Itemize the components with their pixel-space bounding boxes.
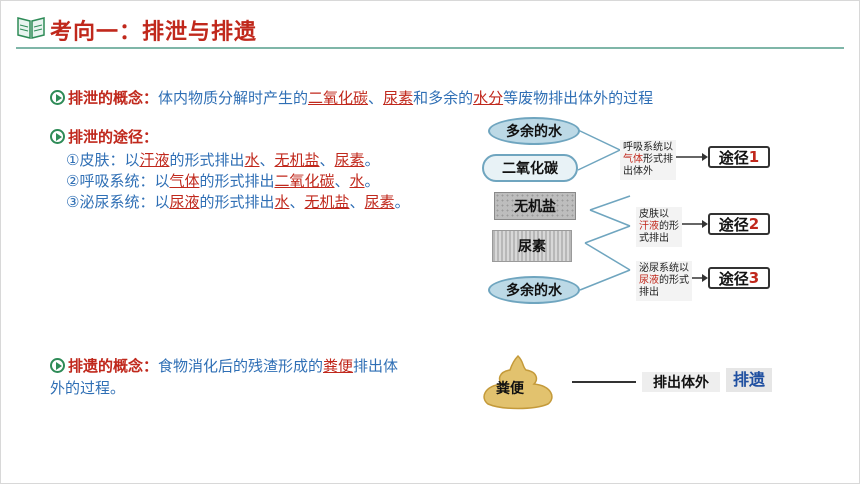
desc-text: 出体外 bbox=[623, 166, 653, 177]
path-label: 途径 bbox=[718, 148, 749, 167]
route-text: ②呼吸系统：以 bbox=[66, 172, 170, 190]
egestion-concept: 排遗的概念：食物消化后的残渣形成的粪便排出体 bbox=[50, 356, 398, 376]
excretion-routes-heading: 排泄的途径： bbox=[50, 127, 158, 147]
route-urinary: ③泌尿系统：以尿液的形式排出水、无机盐、尿素。 bbox=[66, 192, 410, 212]
node-water-2: 多余的水 bbox=[488, 276, 580, 304]
discharge-label: 排出体外 bbox=[642, 372, 720, 392]
answer: 水 bbox=[349, 172, 365, 190]
node-co2: 二氧化碳 bbox=[482, 154, 578, 182]
desc-text: 形式排 bbox=[643, 154, 673, 165]
node-salt: 无机盐 bbox=[494, 192, 576, 220]
desc-skin: 皮肤以汗液的形式排出 bbox=[636, 207, 682, 247]
answer: 汗液 bbox=[139, 151, 170, 169]
sep: 、 bbox=[259, 151, 275, 169]
desc-text: 排出 bbox=[639, 287, 659, 298]
node-urea: 尿素 bbox=[492, 230, 572, 262]
answer: 尿素 bbox=[334, 151, 365, 169]
answer: 无机盐 bbox=[304, 193, 350, 211]
desc-urinary: 泌尿系统以尿液的形式排出 bbox=[636, 261, 692, 301]
book-icon bbox=[17, 17, 45, 39]
route-end: 。 bbox=[364, 172, 380, 190]
answer: 尿液 bbox=[169, 193, 200, 211]
desc-text: 皮肤以 bbox=[639, 209, 669, 220]
path-number: 3 bbox=[748, 269, 760, 287]
route-end: 。 bbox=[364, 151, 380, 169]
answer: 水 bbox=[244, 151, 260, 169]
path-number: 1 bbox=[748, 148, 760, 166]
egestion-line2: 外的过程。 bbox=[50, 379, 126, 397]
route-respiratory: ②呼吸系统：以气体的形式排出二氧化碳、水。 bbox=[66, 171, 380, 191]
answer: 无机盐 bbox=[274, 151, 320, 169]
egestion-term: 排遗 bbox=[726, 368, 772, 392]
route-text: 的形式排出 bbox=[169, 151, 245, 169]
concept-label: 排泄的概念： bbox=[68, 89, 159, 107]
sep: 、 bbox=[334, 172, 350, 190]
path-number: 2 bbox=[748, 215, 760, 233]
title-divider bbox=[16, 47, 844, 49]
excretion-concept: 排泄的概念：体内物质分解时产生的二氧化碳、尿素和多余的水分等废物排出体外的过程 bbox=[50, 88, 653, 108]
sep: 、 bbox=[368, 89, 384, 107]
routes-label: 排泄的途径： bbox=[68, 128, 159, 146]
bullet-icon bbox=[50, 358, 65, 373]
route-text: ③泌尿系统：以 bbox=[66, 193, 170, 211]
route-text: 的形式排出 bbox=[199, 193, 275, 211]
bullet-icon bbox=[50, 90, 65, 105]
path-label: 途径 bbox=[718, 215, 749, 234]
page-title: 考向一：排泄与排遗 bbox=[50, 20, 258, 45]
answer: 气体 bbox=[169, 172, 200, 190]
answer: 尿素 bbox=[364, 193, 395, 211]
concept-text: 等废物排出体外的过程 bbox=[503, 89, 654, 107]
desc-highlight: 尿液 bbox=[639, 275, 659, 286]
route-text: 的形式排出 bbox=[199, 172, 275, 190]
sep: 、 bbox=[349, 193, 365, 211]
answer-feces: 粪便 bbox=[323, 357, 354, 375]
sep: 、 bbox=[319, 151, 335, 169]
node-water-1: 多余的水 bbox=[488, 117, 580, 145]
desc-highlight: 汗液 bbox=[639, 221, 659, 232]
answer: 二氧化碳 bbox=[274, 172, 335, 190]
route-end: 。 bbox=[394, 193, 410, 211]
path-label: 途径 bbox=[718, 269, 749, 288]
desc-respiratory: 呼吸系统以气体形式排出体外 bbox=[620, 140, 676, 180]
concept-text: 体内物质分解时产生的 bbox=[158, 89, 309, 107]
answer-water: 水分 bbox=[473, 89, 504, 107]
bullet-icon bbox=[50, 129, 65, 144]
egestion-text: 排出体 bbox=[353, 357, 399, 375]
desc-text: 呼吸系统以 bbox=[623, 142, 673, 153]
connector-line bbox=[572, 381, 636, 383]
egestion-text: 食物消化后的残渣形成的 bbox=[158, 357, 324, 375]
desc-text: 式排出 bbox=[639, 233, 669, 244]
concept-text: 和多余的 bbox=[413, 89, 474, 107]
egestion-label: 排遗的概念： bbox=[68, 357, 159, 375]
feces-label: 粪便 bbox=[496, 381, 524, 397]
desc-text: 的形 bbox=[659, 221, 679, 232]
sep: 、 bbox=[289, 193, 305, 211]
desc-highlight: 气体 bbox=[623, 154, 643, 165]
route-text: ①皮肤：以 bbox=[66, 151, 140, 169]
feces-shape bbox=[483, 354, 553, 410]
route-skin: ①皮肤：以汗液的形式排出水、无机盐、尿素。 bbox=[66, 150, 380, 170]
answer: 水 bbox=[274, 193, 290, 211]
desc-text: 泌尿系统以 bbox=[639, 263, 689, 274]
answer-co2: 二氧化碳 bbox=[308, 89, 369, 107]
answer-urea: 尿素 bbox=[383, 89, 414, 107]
desc-text: 的形式 bbox=[659, 275, 689, 286]
